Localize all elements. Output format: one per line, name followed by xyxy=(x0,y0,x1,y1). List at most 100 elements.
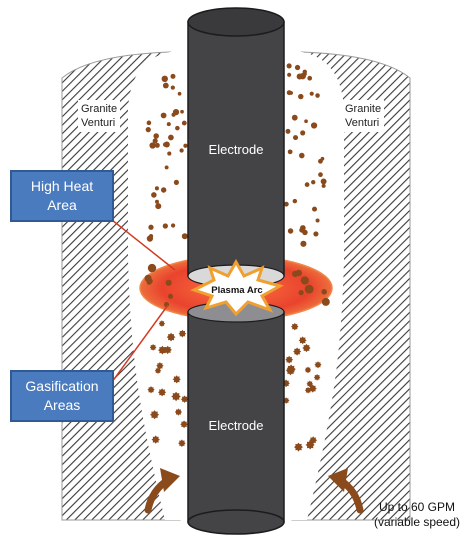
particle xyxy=(164,165,169,170)
flow-rate-line1: Up to 60 GPM xyxy=(378,500,456,514)
particle xyxy=(180,109,184,114)
particle xyxy=(155,199,159,204)
particle xyxy=(152,138,158,144)
granite-left-line1: Granite xyxy=(81,103,118,115)
particle xyxy=(170,223,176,228)
particle xyxy=(304,387,312,394)
particle xyxy=(167,151,172,156)
particle xyxy=(293,135,299,141)
high-heat-line1: High Heat xyxy=(30,178,94,194)
particle xyxy=(154,142,160,148)
particle xyxy=(153,133,159,139)
particle xyxy=(305,440,315,450)
high-heat-callout: High Heat Area xyxy=(10,170,114,222)
particle xyxy=(283,201,289,207)
particle xyxy=(171,391,181,402)
particle xyxy=(299,73,306,80)
particle xyxy=(311,179,316,185)
particle xyxy=(320,156,325,161)
particle xyxy=(166,122,171,127)
flow-arrowhead-left xyxy=(160,468,180,492)
flow-arrowhead-right xyxy=(328,468,348,492)
particle xyxy=(298,336,307,345)
particle xyxy=(181,233,188,240)
particle xyxy=(160,112,167,119)
particle xyxy=(175,125,180,131)
particle xyxy=(292,270,299,278)
particle xyxy=(154,186,159,191)
particle xyxy=(181,120,187,126)
particle xyxy=(298,289,304,296)
particle xyxy=(170,73,176,79)
particle xyxy=(310,122,318,129)
particle xyxy=(173,179,179,185)
particle xyxy=(148,234,154,239)
particle xyxy=(180,420,188,429)
particle xyxy=(294,442,303,452)
particle xyxy=(321,297,330,306)
particle xyxy=(287,72,292,77)
particle xyxy=(168,293,174,299)
particle xyxy=(300,240,307,247)
particle xyxy=(162,223,168,229)
electrode-bottom xyxy=(187,301,285,535)
granite-right-line2: Venturi xyxy=(345,117,380,129)
particle xyxy=(299,152,305,159)
particle xyxy=(318,172,323,178)
particle xyxy=(161,75,168,82)
particle xyxy=(180,395,189,403)
particle xyxy=(163,345,172,355)
high-heat-leader xyxy=(111,219,176,271)
particle xyxy=(150,410,160,420)
particle xyxy=(285,355,294,364)
granite-left-line2: Venturi xyxy=(81,117,116,129)
flow-rate-label: Up to 60 GPM (variable speed) xyxy=(362,500,472,530)
granite-venturi-right-label: Granite Venturi xyxy=(342,100,385,132)
particle xyxy=(291,114,298,121)
particle xyxy=(147,263,157,273)
particle xyxy=(286,364,296,374)
particle xyxy=(149,142,156,149)
particle xyxy=(156,362,164,370)
particle xyxy=(304,182,310,187)
particle xyxy=(304,366,312,374)
particle xyxy=(165,279,172,286)
particle xyxy=(178,439,186,447)
particle xyxy=(302,343,311,353)
particle xyxy=(304,284,314,294)
particle xyxy=(306,380,314,388)
particle xyxy=(313,374,321,381)
particle xyxy=(300,130,306,136)
particle xyxy=(177,91,182,96)
plasma-arc-burst xyxy=(190,258,284,317)
particle xyxy=(158,320,166,327)
particle xyxy=(309,91,314,96)
particle xyxy=(166,332,176,342)
particle xyxy=(286,63,292,69)
particle xyxy=(315,218,320,223)
particle xyxy=(178,329,187,338)
particle xyxy=(307,75,313,81)
gasification-line1: Gasification xyxy=(25,378,99,394)
particle xyxy=(315,93,320,98)
particle xyxy=(294,64,301,71)
particle xyxy=(168,134,174,141)
particle xyxy=(151,192,157,198)
particle xyxy=(293,347,302,356)
particle xyxy=(179,148,184,153)
particle xyxy=(145,127,151,133)
particle xyxy=(183,143,188,148)
particle xyxy=(287,228,294,234)
particle xyxy=(151,435,160,444)
particle xyxy=(160,187,167,193)
particle xyxy=(158,345,167,355)
particle xyxy=(172,109,180,116)
electrode-bottom-label: Electrode xyxy=(209,418,264,433)
high-heat-line2: Area xyxy=(47,197,77,213)
heat-zone-particles xyxy=(144,263,330,308)
gasification-line2: Areas xyxy=(43,397,81,413)
particle xyxy=(174,408,183,416)
particle xyxy=(313,231,319,237)
feed-particles xyxy=(145,63,327,452)
